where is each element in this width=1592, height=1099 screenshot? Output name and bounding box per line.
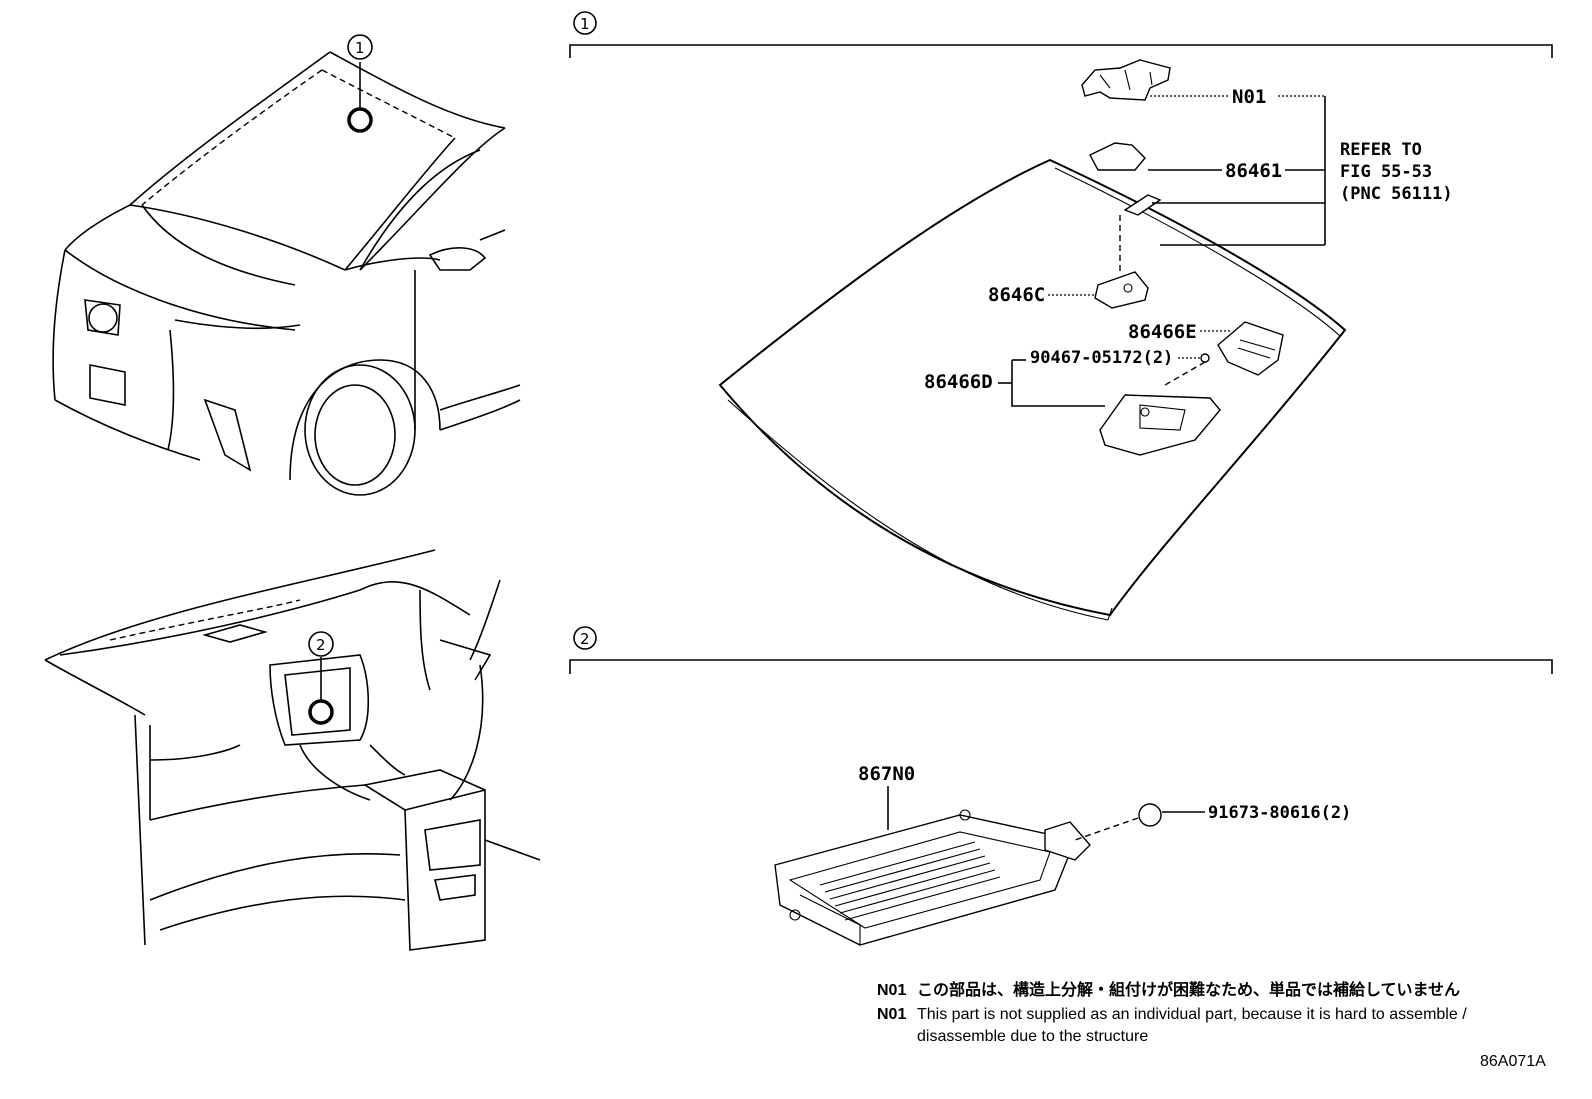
section-1-bracket — [569, 44, 1553, 58]
notes: N01 この部品は、構造上分解・組付けが困難なため、単品では補給していません N… — [877, 980, 1546, 1070]
part-screw-91673 — [1138, 803, 1162, 827]
vehicle-interior-illustration: 2 — [44, 549, 541, 951]
part-86466e-cover — [1217, 321, 1284, 376]
module-fins — [819, 841, 1001, 921]
part-867n0-module — [774, 814, 1076, 946]
section-2-marker-label: 2 — [580, 630, 590, 648]
part-screw-90467 — [1200, 353, 1210, 363]
label-86466e: 86466E — [1128, 321, 1197, 343]
note-en-line-1: This part is not supplied as an individu… — [917, 1006, 1467, 1023]
section-1-marker-label: 1 — [580, 15, 590, 33]
callout-1-label: 1 — [355, 39, 365, 57]
section-2-bracket — [569, 659, 1553, 674]
note-en-code: N01 — [877, 1006, 906, 1023]
section-1: 1 N01 86461 REFER TO FIG 55-53 (PNC 5611… — [569, 11, 1553, 621]
part-86466d-housing — [1099, 394, 1221, 456]
part-clip — [1123, 194, 1162, 216]
windshield-glass — [718, 158, 1347, 617]
vehicle-exterior-illustration: 1 — [52, 34, 521, 496]
sensor-location-dot — [347, 107, 373, 133]
note-jp-text: この部品は、構造上分解・組付けが困難なため、単品では補給していません — [917, 980, 1460, 999]
label-86461: 86461 — [1225, 160, 1282, 182]
note-jp-code: N01 — [877, 982, 906, 999]
label-n01: N01 — [1232, 86, 1266, 108]
refer-line-1: REFER TO — [1340, 140, 1422, 160]
refer-line-3: (PNC 56111) — [1340, 184, 1453, 204]
callout-2-label: 2 — [316, 636, 326, 654]
label-8646c: 8646C — [988, 284, 1045, 306]
refer-line-2: FIG 55-53 — [1340, 162, 1432, 182]
label-86466d: 86466D — [924, 371, 993, 393]
note-en-line-2: disassemble due to the structure — [917, 1028, 1148, 1045]
section-2-marker — [573, 626, 597, 650]
label-90467: 90467-05172(2) — [1030, 348, 1173, 368]
callout-2-marker — [308, 631, 334, 657]
module-location-dot — [308, 699, 334, 725]
part-n01-bracket — [1081, 59, 1171, 101]
section-2: 2 867N0 91673-80616(2) — [569, 626, 1553, 946]
figure-code: 86A071A — [1480, 1053, 1546, 1070]
part-8646c-bracket — [1094, 271, 1149, 309]
label-91673: 91673-80616(2) — [1208, 803, 1351, 823]
module-bracket — [1044, 821, 1091, 861]
callout-1-marker — [347, 34, 373, 60]
label-867n0: 867N0 — [858, 763, 915, 785]
section-1-marker — [573, 11, 597, 35]
part-86461-cover — [1089, 142, 1146, 171]
